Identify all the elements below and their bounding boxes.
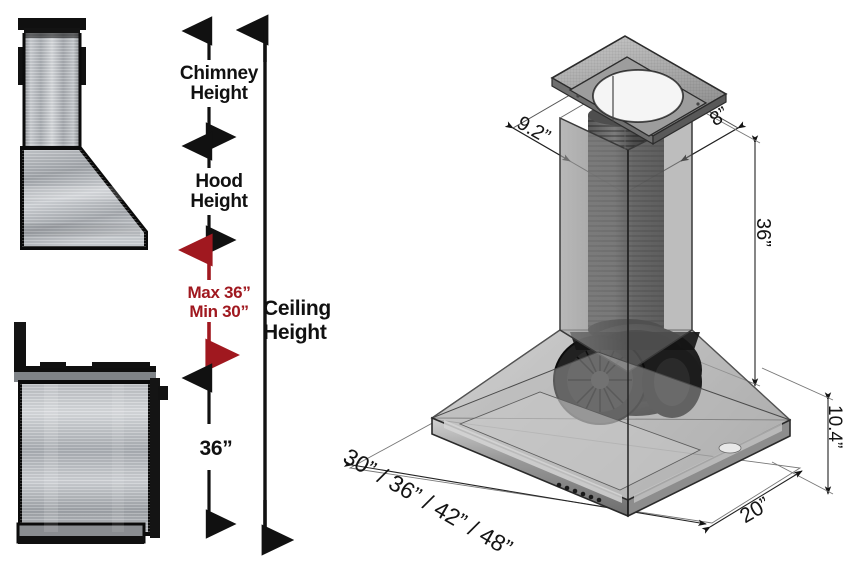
hood-height-label: Hood Height bbox=[190, 171, 248, 212]
chimney-height-label: Chimney Height bbox=[179, 63, 259, 104]
ceiling-height-label: Ceiling Height bbox=[263, 297, 331, 344]
canopy-height-dimension: 10.4” bbox=[824, 405, 845, 449]
range-height-label: 36” bbox=[199, 437, 233, 460]
range-side-profile bbox=[14, 322, 168, 544]
chimney-height-dimension: 36” bbox=[752, 218, 774, 247]
hood-3d-model bbox=[343, 35, 834, 534]
control-buttons bbox=[556, 482, 602, 503]
hood-side-profile bbox=[18, 18, 148, 250]
hood-base bbox=[430, 351, 792, 518]
measurement-column bbox=[178, 14, 295, 556]
clearance-label: Max 36” Min 30” bbox=[187, 283, 251, 322]
chimney-cap bbox=[550, 35, 728, 146]
